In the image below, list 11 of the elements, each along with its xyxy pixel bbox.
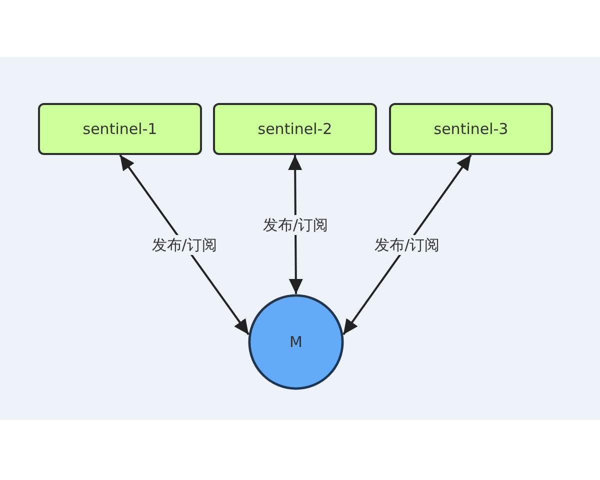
node-label: sentinel-2 <box>258 120 332 138</box>
edge-label: 发布/订阅 <box>150 234 219 255</box>
node-label: M <box>290 333 302 351</box>
process-box <box>38 103 202 155</box>
process-box <box>389 103 553 155</box>
process-box <box>213 103 377 155</box>
node-label: sentinel-1 <box>82 120 158 138</box>
node-label: sentinel-3 <box>434 120 508 138</box>
double-arrow <box>342 154 472 336</box>
circle-node <box>248 294 344 390</box>
double-arrow <box>119 154 250 336</box>
